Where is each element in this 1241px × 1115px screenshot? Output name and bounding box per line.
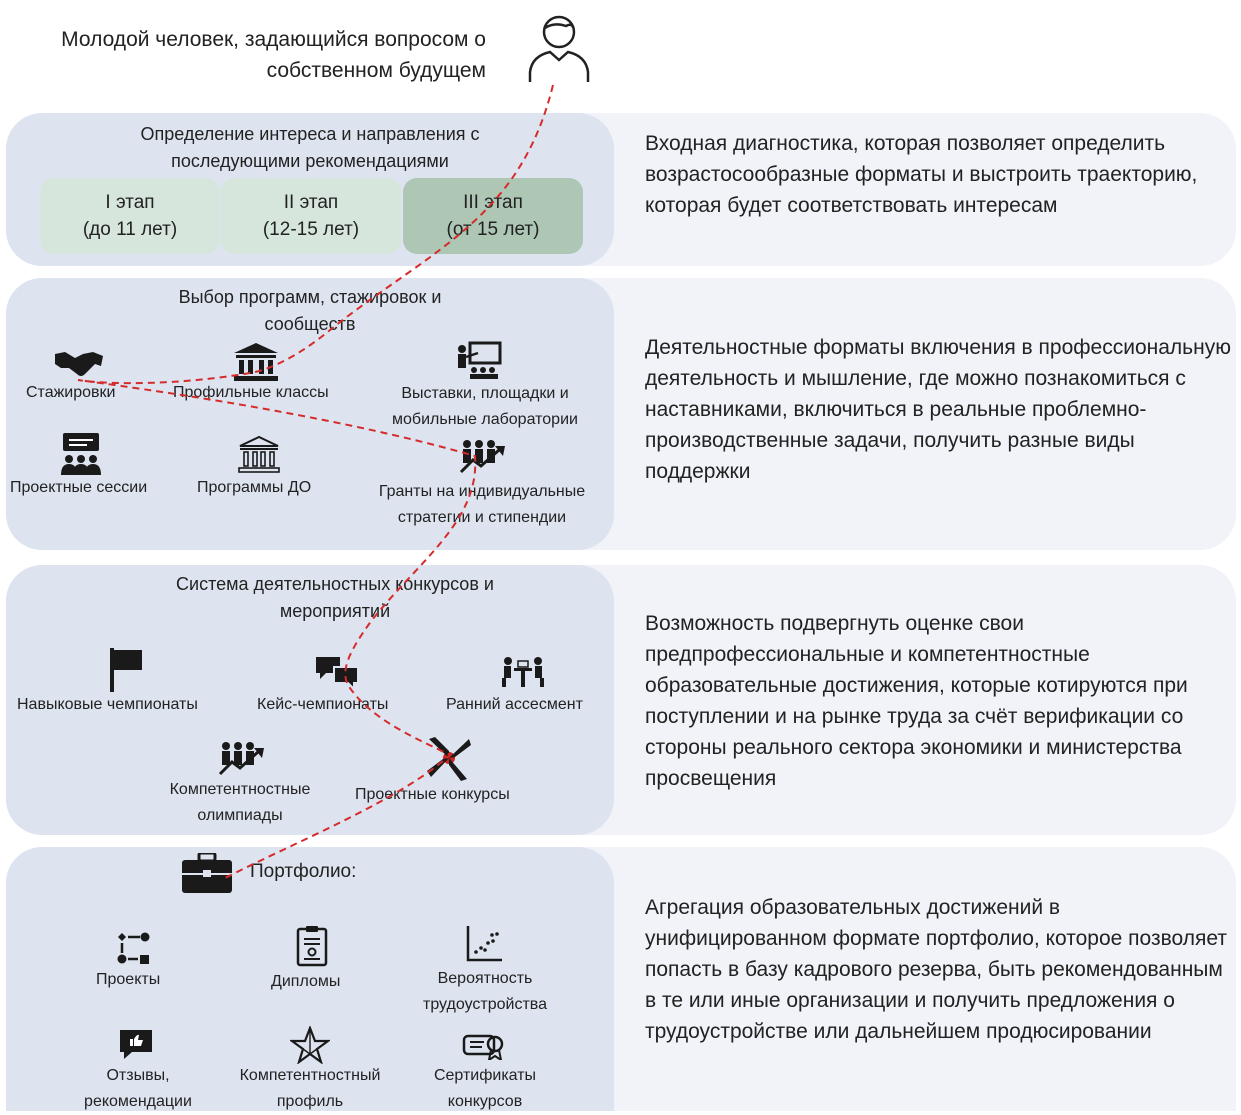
label-competence-olympiads: Компетентностные олимпиады [150,777,330,829]
portfolio-description: Агрегация образовательных достижений в у… [645,896,1227,1043]
hands-together-icon [425,735,473,781]
growth-people-icon-2 [218,740,264,776]
stage-2: II этап (12-15 лет) [221,178,401,254]
programs-description: Деятельностные форматы включения в профе… [645,336,1231,483]
label-skill-championships: Навыковые чемпионаты [17,696,198,713]
portfolio-panel [6,847,614,1111]
label-early-assessment: Ранний ассесмент [446,696,583,713]
label-reviews: Отзывы, рекомендации [68,1063,208,1115]
contests-description: Возможность подвергнуть оценке свои пред… [645,612,1188,790]
stage-1: I этап (до 11 лет) [40,178,220,254]
flag-icon [108,648,144,692]
label-reviews-text: Отзывы, рекомендации [84,1067,192,1110]
label-projects: Проекты [96,971,161,988]
label-employment-probability: Вероятность трудоустройства [405,966,565,1018]
stage-2-age: (12-15 лет) [262,219,360,240]
growth-people-icon [459,438,505,474]
label-case-championships: Кейс-чемпионаты [257,696,389,713]
presentation-icon [456,341,502,379]
thumbs-up-icon [118,1028,154,1060]
bank-outline-icon [238,435,280,473]
label-grants-text: Гранты на индивидуальные стратегии и сти… [378,483,586,526]
label-certificates: Сертификаты конкурсов [410,1063,560,1115]
label-project-sessions: Проектные сессии [10,479,148,496]
label-internships: Стажировки [26,384,116,401]
scatter-icon [466,926,502,962]
label-competence-profile-text: Компетентностный профиль [239,1067,381,1110]
label-grants: Гранты на индивидуальные стратегии и сти… [362,479,602,531]
stage-3-age: (от 15 лет) [446,219,540,240]
stage-3: III этап (от 15 лет) [403,178,583,254]
person-icon [526,10,592,84]
document-icon [296,925,328,967]
label-programs-do: Программы ДО [197,479,312,496]
label-competence-olympiads-text: Компетентностные олимпиады [169,781,311,824]
label-employment-probability-text: Вероятность трудоустройства [423,970,547,1013]
portfolio-title: Портфолио: [250,861,357,882]
stage-3-name: III этап [463,192,523,213]
diagnostic-title: Определение интереса и направления с пос… [140,124,480,171]
label-exhibitions: Выставки, площадки и мобильные лаборатор… [380,381,590,433]
programs-title: Выбор программ, стажировок и сообществ [178,287,442,334]
handshake-icon [55,348,103,378]
diagnostic-description: Входная диагностика, которая позволяет о… [645,132,1198,217]
certificate-icon [462,1032,506,1060]
stage-2-name: II этап [283,192,339,213]
stage-1-age: (до 11 лет) [82,219,178,240]
flowchart-icon [116,931,152,967]
meeting-icon [500,655,546,687]
person-caption: Молодой человек, задающийся вопросом о с… [61,28,486,82]
bank-icon [234,343,278,381]
label-project-contests: Проектные конкурсы [355,786,510,803]
chat-bubbles-icon [314,655,360,689]
label-profile-classes: Профильные классы [173,384,329,401]
star-network-icon [290,1026,330,1064]
contests-title: Система деятельностных конкурсов и мероп… [176,574,494,621]
label-competence-profile: Компетентностный профиль [225,1063,395,1115]
label-certificates-text: Сертификаты конкурсов [433,1067,537,1110]
label-exhibitions-text: Выставки, площадки и мобильные лаборатор… [392,385,578,428]
stage-1-name: I этап [105,192,155,213]
label-diplomas: Дипломы [271,973,341,990]
chat-board-icon [59,433,103,475]
briefcase-icon [182,853,232,893]
